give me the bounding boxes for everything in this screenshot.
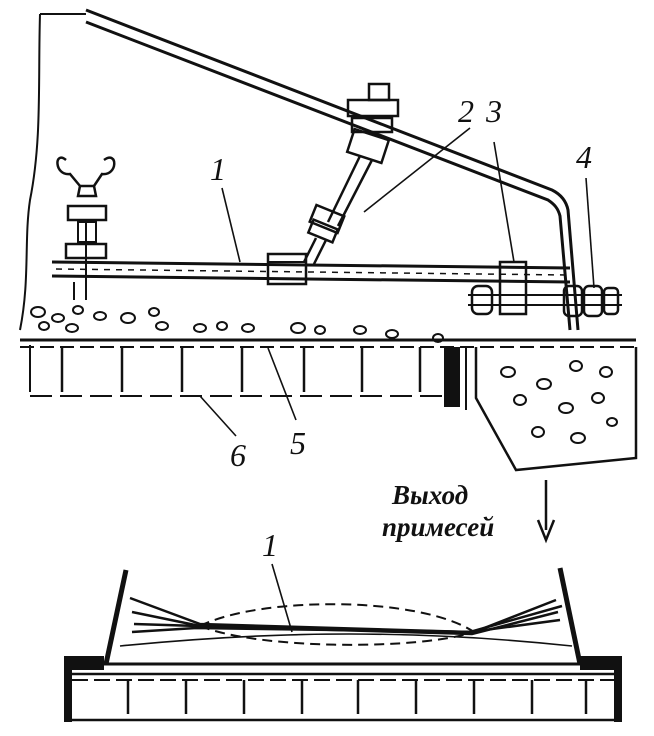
diagonal-lever (85, 8, 580, 331)
outlet-chamber (474, 347, 638, 472)
outlet-arrow-head (536, 519, 556, 544)
adjusting-screw (302, 82, 400, 265)
leader-lines (199, 127, 595, 437)
grain-particles (30, 305, 444, 343)
wing-nut-bolt (56, 156, 116, 300)
knife-bar-positions (119, 596, 573, 647)
bottom-sieve-frame (64, 656, 622, 722)
label-2: 2 (458, 93, 474, 129)
top-assembly: 1 2 3 4 5 6 (19, 8, 638, 473)
label-4: 4 (576, 139, 592, 175)
label-1-top: 1 (210, 151, 226, 187)
sieve-plate (20, 338, 636, 348)
caption-line-1: Выход (391, 480, 468, 510)
hinge-bolt (468, 260, 622, 318)
caption-line-2: примесей (382, 512, 494, 542)
outlet-caption: Выход примесей (382, 480, 556, 544)
left-post (103, 569, 129, 665)
leader-1-bottom (271, 563, 293, 633)
sieve-frame (30, 347, 467, 410)
label-1-bottom: 1 (262, 527, 278, 563)
right-post (557, 567, 583, 665)
label-3: 3 (485, 93, 502, 129)
knife-bar (51, 252, 571, 286)
label-6: 6 (230, 437, 246, 473)
hopper-left-wall (19, 13, 41, 331)
label-5: 5 (290, 425, 306, 461)
bottom-assembly: 1 (64, 527, 622, 722)
